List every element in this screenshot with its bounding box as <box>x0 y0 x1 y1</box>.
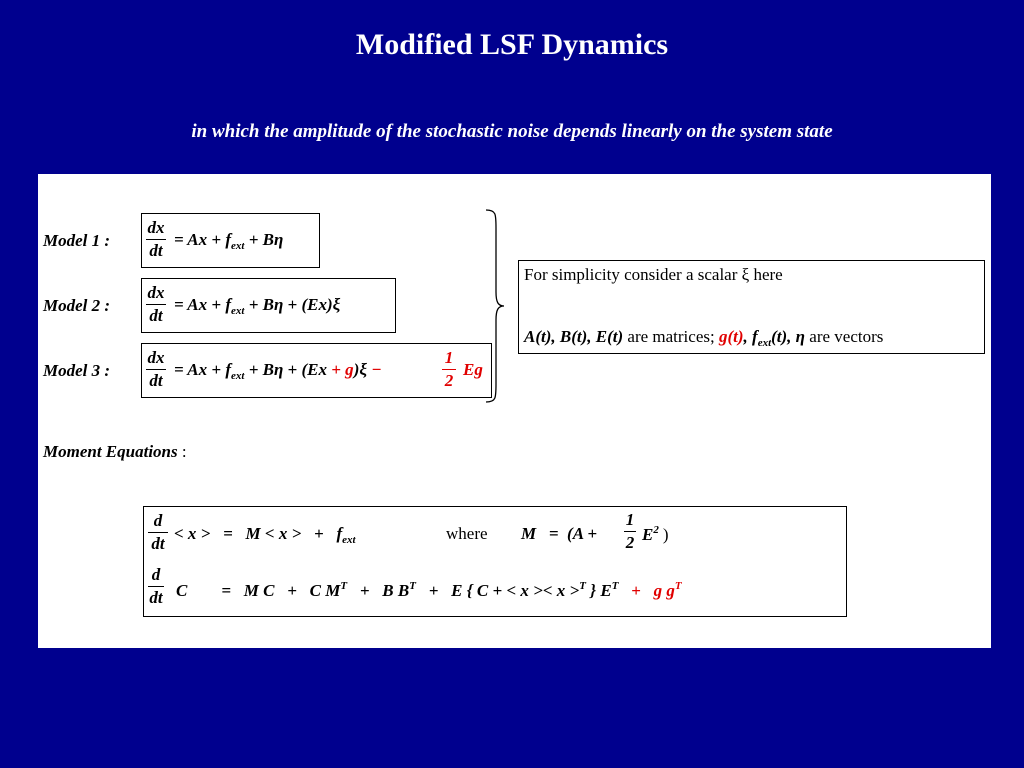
model-1-label: Model 1 : <box>43 231 111 250</box>
page-title: Modified LSF Dynamics <box>355 28 669 61</box>
note-f-vector: , f <box>743 327 758 346</box>
model-3-label: Model 3 : <box>43 361 111 380</box>
moment-eq-2-red-sup: T <box>674 580 682 592</box>
moment-e: E <box>642 525 654 544</box>
model-3-half-fraction: 1 2 <box>442 348 456 391</box>
model-2-den: dt <box>149 306 163 325</box>
model-2-fraction: dx dt <box>146 283 166 326</box>
moment-eq-1-fraction: d dt <box>148 511 168 554</box>
moment-half-den: 2 <box>625 533 635 552</box>
note-line-2: A(t), B(t), E(t) are matrices; g(t), fex… <box>524 327 883 349</box>
moment-eq-2-fraction: d dt <box>148 565 164 608</box>
model-3-half-num: 1 <box>444 348 454 367</box>
page-subtitle: in which the amplitude of the stochastic… <box>191 121 833 142</box>
moment-half-fraction: 1 2 <box>624 510 636 553</box>
model-3-rhs: = Ax + fext + Bη + (Ex + g)ξ − <box>174 360 382 382</box>
moment-label-text: Moment Equations <box>43 442 178 461</box>
moment-eq-2-body: C = M C + C MT + B BT + E { C + < x >< x… <box>176 580 682 601</box>
model-3-tail-a: + Bη + (Ex <box>244 360 332 379</box>
moment-eq-2-text-2: + B B <box>347 581 410 600</box>
model-1-sub: ext <box>231 240 245 252</box>
moment-close-paren: ) <box>662 525 669 544</box>
moment-eq-2-sup-4: T <box>611 580 619 592</box>
moment-eq-2-den: dt <box>149 588 163 607</box>
moment-eq-2-sup-2: T <box>409 580 416 592</box>
moment-where: where <box>446 524 488 543</box>
model-1-equation-box: dx dt = Ax + fext + Bη <box>141 213 320 268</box>
model-2-sub: ext <box>231 305 245 317</box>
model-3-equation-box: dx dt = Ax + fext + Bη + (Ex + g)ξ − 1 2… <box>141 343 492 398</box>
model-3-tail-red: + g <box>331 360 354 379</box>
moment-e-sup: 2 <box>653 524 659 536</box>
model-2-rhs-text: = Ax + f <box>174 295 231 314</box>
moment-eq-2-text-3: + E { C + < x >< x > <box>415 581 580 600</box>
model-2-tail: + Bη + (Ex)ξ <box>244 295 341 314</box>
moment-equations-box: d dt < x > = M < x > + fext where M = (A… <box>143 506 847 617</box>
model-3-num: dx <box>147 348 165 367</box>
note-g-vector: g(t) <box>718 327 744 346</box>
note-eta: (t), η <box>771 327 806 346</box>
model-1-rhs: = Ax + fext + Bη <box>174 230 283 252</box>
model-1-rhs-text: = Ax + f <box>174 230 231 249</box>
model-3-tail-b: )ξ <box>353 360 372 379</box>
model-3-minus: − <box>371 360 382 379</box>
model-2-equation-box: dx dt = Ax + fext + Bη + (Ex)ξ <box>141 278 396 333</box>
model-2-label: Model 2 : <box>43 296 111 315</box>
moment-eq-1-den: dt <box>151 534 165 553</box>
moment-eq-2-sup-1: T <box>340 580 348 592</box>
model-3-half-den: 2 <box>444 371 454 390</box>
model-1-den: dt <box>149 241 163 260</box>
moment-eq-1-body: < x > = M < x > + fext <box>174 524 356 546</box>
content-panel: Model 1 : dx dt = Ax + fext + Bη Model 2… <box>38 174 991 648</box>
moment-eq-1-sub: ext <box>342 534 356 546</box>
model-3-rhs-text: = Ax + f <box>174 360 231 379</box>
moment-eq-2-text-1: C = M C + C M <box>176 581 341 600</box>
model-2-rhs: = Ax + fext + Bη + (Ex)ξ <box>174 295 340 317</box>
note-matrices: A(t), B(t), E(t) <box>524 327 624 346</box>
model-3-fraction: dx dt <box>146 348 166 391</box>
moment-e-squared: E2) <box>642 524 669 545</box>
moment-label-colon: : <box>177 442 187 461</box>
right-brace-icon <box>485 209 505 403</box>
model-1-num: dx <box>147 218 165 237</box>
note-vectors-text: are vectors <box>805 327 884 346</box>
moment-eq-1-num: d <box>153 511 163 530</box>
moment-half-num: 1 <box>625 510 635 529</box>
assumptions-note-box: For simplicity consider a scalar ξ here … <box>518 260 985 354</box>
note-f-sub: ext <box>757 337 772 349</box>
moment-eq-2-num: d <box>151 565 161 584</box>
model-1-fraction: dx dt <box>146 218 166 261</box>
moment-eq-2-text-4: } E <box>585 581 612 600</box>
model-3-den: dt <box>149 371 163 390</box>
moment-equations-label: Moment Equations : <box>43 442 187 462</box>
model-2-num: dx <box>147 283 165 302</box>
moment-m-definition: M = (A + <box>521 524 598 543</box>
moment-eq-1-text: < x > = M < x > + f <box>174 524 343 543</box>
moment-eq-2-red-term: + g g <box>618 581 675 600</box>
moment-eq-2-sup-3: T <box>579 580 586 592</box>
note-matrices-text: are matrices; <box>623 327 719 346</box>
model-1-tail: + Bη <box>244 230 284 249</box>
model-3-eg: Eg <box>463 360 483 379</box>
model-3-sub: ext <box>231 370 245 382</box>
note-line-1: For simplicity consider a scalar ξ here <box>524 265 783 284</box>
